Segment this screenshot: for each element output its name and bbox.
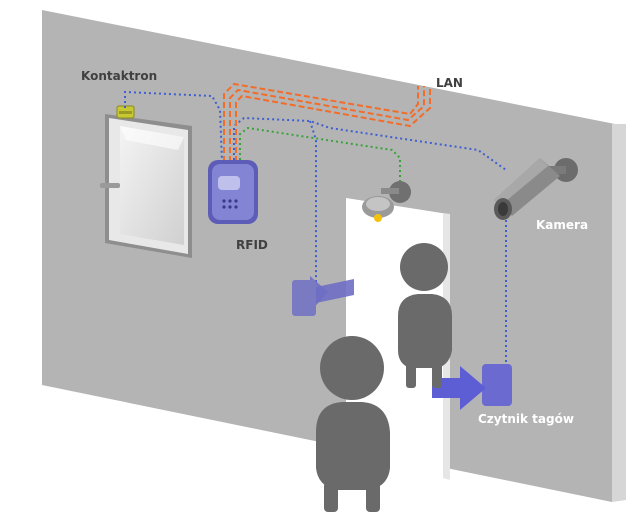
bullet-camera	[494, 158, 578, 220]
kontaktron-sensor	[116, 105, 135, 119]
signal-wiring-green	[239, 126, 401, 182]
label-kontaktron: Kontaktron	[81, 69, 158, 83]
window	[100, 114, 192, 258]
label-czytnik-tagow: Czytnik tagów	[478, 412, 574, 426]
label-kamera: Kamera	[536, 218, 589, 232]
label-rfid: RFID	[236, 238, 268, 252]
rfid-panel	[208, 160, 258, 224]
dome-camera	[362, 181, 411, 222]
lan-cable	[223, 82, 431, 162]
person-background	[398, 243, 452, 388]
tag-reader-right	[432, 364, 512, 410]
person-foreground	[316, 336, 390, 512]
label-lan: LAN	[436, 76, 463, 90]
tag-reader-left	[292, 276, 354, 316]
signal-wiring-blue	[124, 90, 507, 370]
